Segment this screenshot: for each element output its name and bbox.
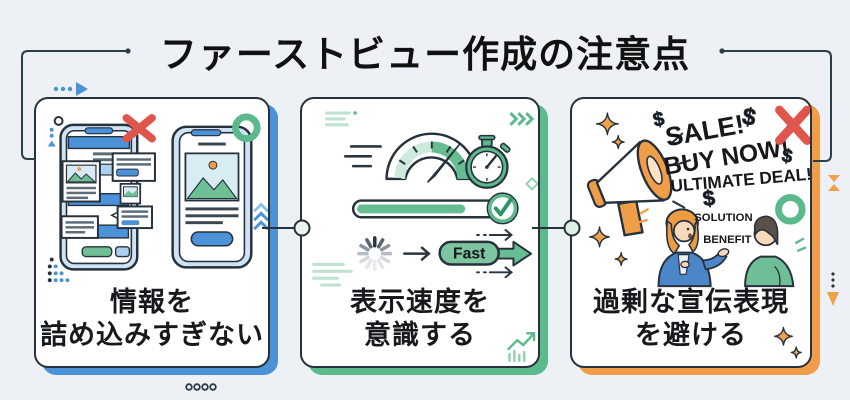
dots-arrow-icon [53, 82, 88, 96]
chart-growth-icon [507, 332, 536, 363]
cluttered-phone-icon [59, 123, 156, 271]
popup-card-image [61, 160, 101, 203]
text-lines-decoration-icon [325, 111, 351, 127]
dashed-arrow-icon [476, 229, 513, 279]
x-cross-icon [122, 114, 156, 143]
card-excessive-ads: $ $ $ $ SALE! BUY NOW! ULTIMATE DEAL! [570, 97, 812, 368]
dialog-word-1: SOLUTION [694, 212, 752, 224]
dotted-down-arrow-icon [827, 272, 839, 306]
card1-caption: 情報を 詰め込みすぎない [36, 286, 268, 352]
text-lines-decoration2-icon [312, 262, 353, 287]
card2-caption-line2: 意識する [364, 320, 476, 351]
dot-pattern-icon [47, 257, 70, 283]
dot-decoration [353, 111, 357, 115]
red-x-icon [775, 105, 810, 145]
check-icon [493, 196, 514, 217]
speed-lines-icon [343, 145, 382, 168]
card2-caption-line1: 表示速度を [350, 287, 490, 318]
svg-text:$: $ [701, 185, 716, 211]
gauge-needle [427, 143, 461, 183]
stopwatch-icon [465, 134, 511, 189]
gauge-icon [385, 132, 479, 183]
card3-caption-line2: を避ける [635, 320, 747, 351]
card1-caption-line2: 詰め込みすぎない [40, 320, 264, 351]
chevron-up-icon [253, 202, 268, 231]
popup-card-text2 [60, 215, 99, 239]
chevron-right-icon [509, 111, 535, 126]
popup-card-thumb [119, 182, 142, 205]
ring-dots-icon [185, 383, 217, 391]
emphasis-dashes-icon [637, 208, 807, 252]
card2-caption: 表示速度を 意識する [302, 286, 538, 352]
popup-card-text [111, 152, 156, 182]
man-illustration [744, 215, 795, 288]
diamond-decoration-icon [525, 176, 538, 191]
page-title: ファーストビュー作成の注意点 [159, 34, 691, 75]
card3-caption-line1: 過剰な宣伝表現 [593, 287, 789, 318]
card1-caption-line1: 情報を [110, 287, 194, 318]
hourglass-icon [828, 175, 840, 191]
clean-phone-icon [171, 125, 253, 269]
speed-illustration: Fast [312, 111, 538, 363]
fast-arrow-icon: Fast [438, 240, 533, 267]
card3-caption: 過剰な宣伝表現 を避ける [572, 286, 810, 352]
popup-speech-bubble [110, 205, 153, 230]
megaphone-icon [586, 139, 673, 237]
card-display-speed: Fast [300, 97, 540, 368]
svg-text:$: $ [651, 108, 666, 132]
fast-label: Fast [453, 246, 486, 263]
arrow-right-icon [403, 246, 431, 261]
green-ring-icon [775, 194, 806, 225]
dialog-word-2: BENEFIT [703, 234, 751, 246]
spinner-icon [357, 236, 393, 272]
woman-illustration [657, 208, 730, 288]
card-info-overload: 情報を 詰め込みすぎない [34, 97, 270, 368]
progress-bar [351, 192, 519, 225]
shout-dashes-icon [671, 132, 692, 209]
circle-ok-icon [232, 113, 261, 143]
sparkle-icon [589, 112, 802, 359]
